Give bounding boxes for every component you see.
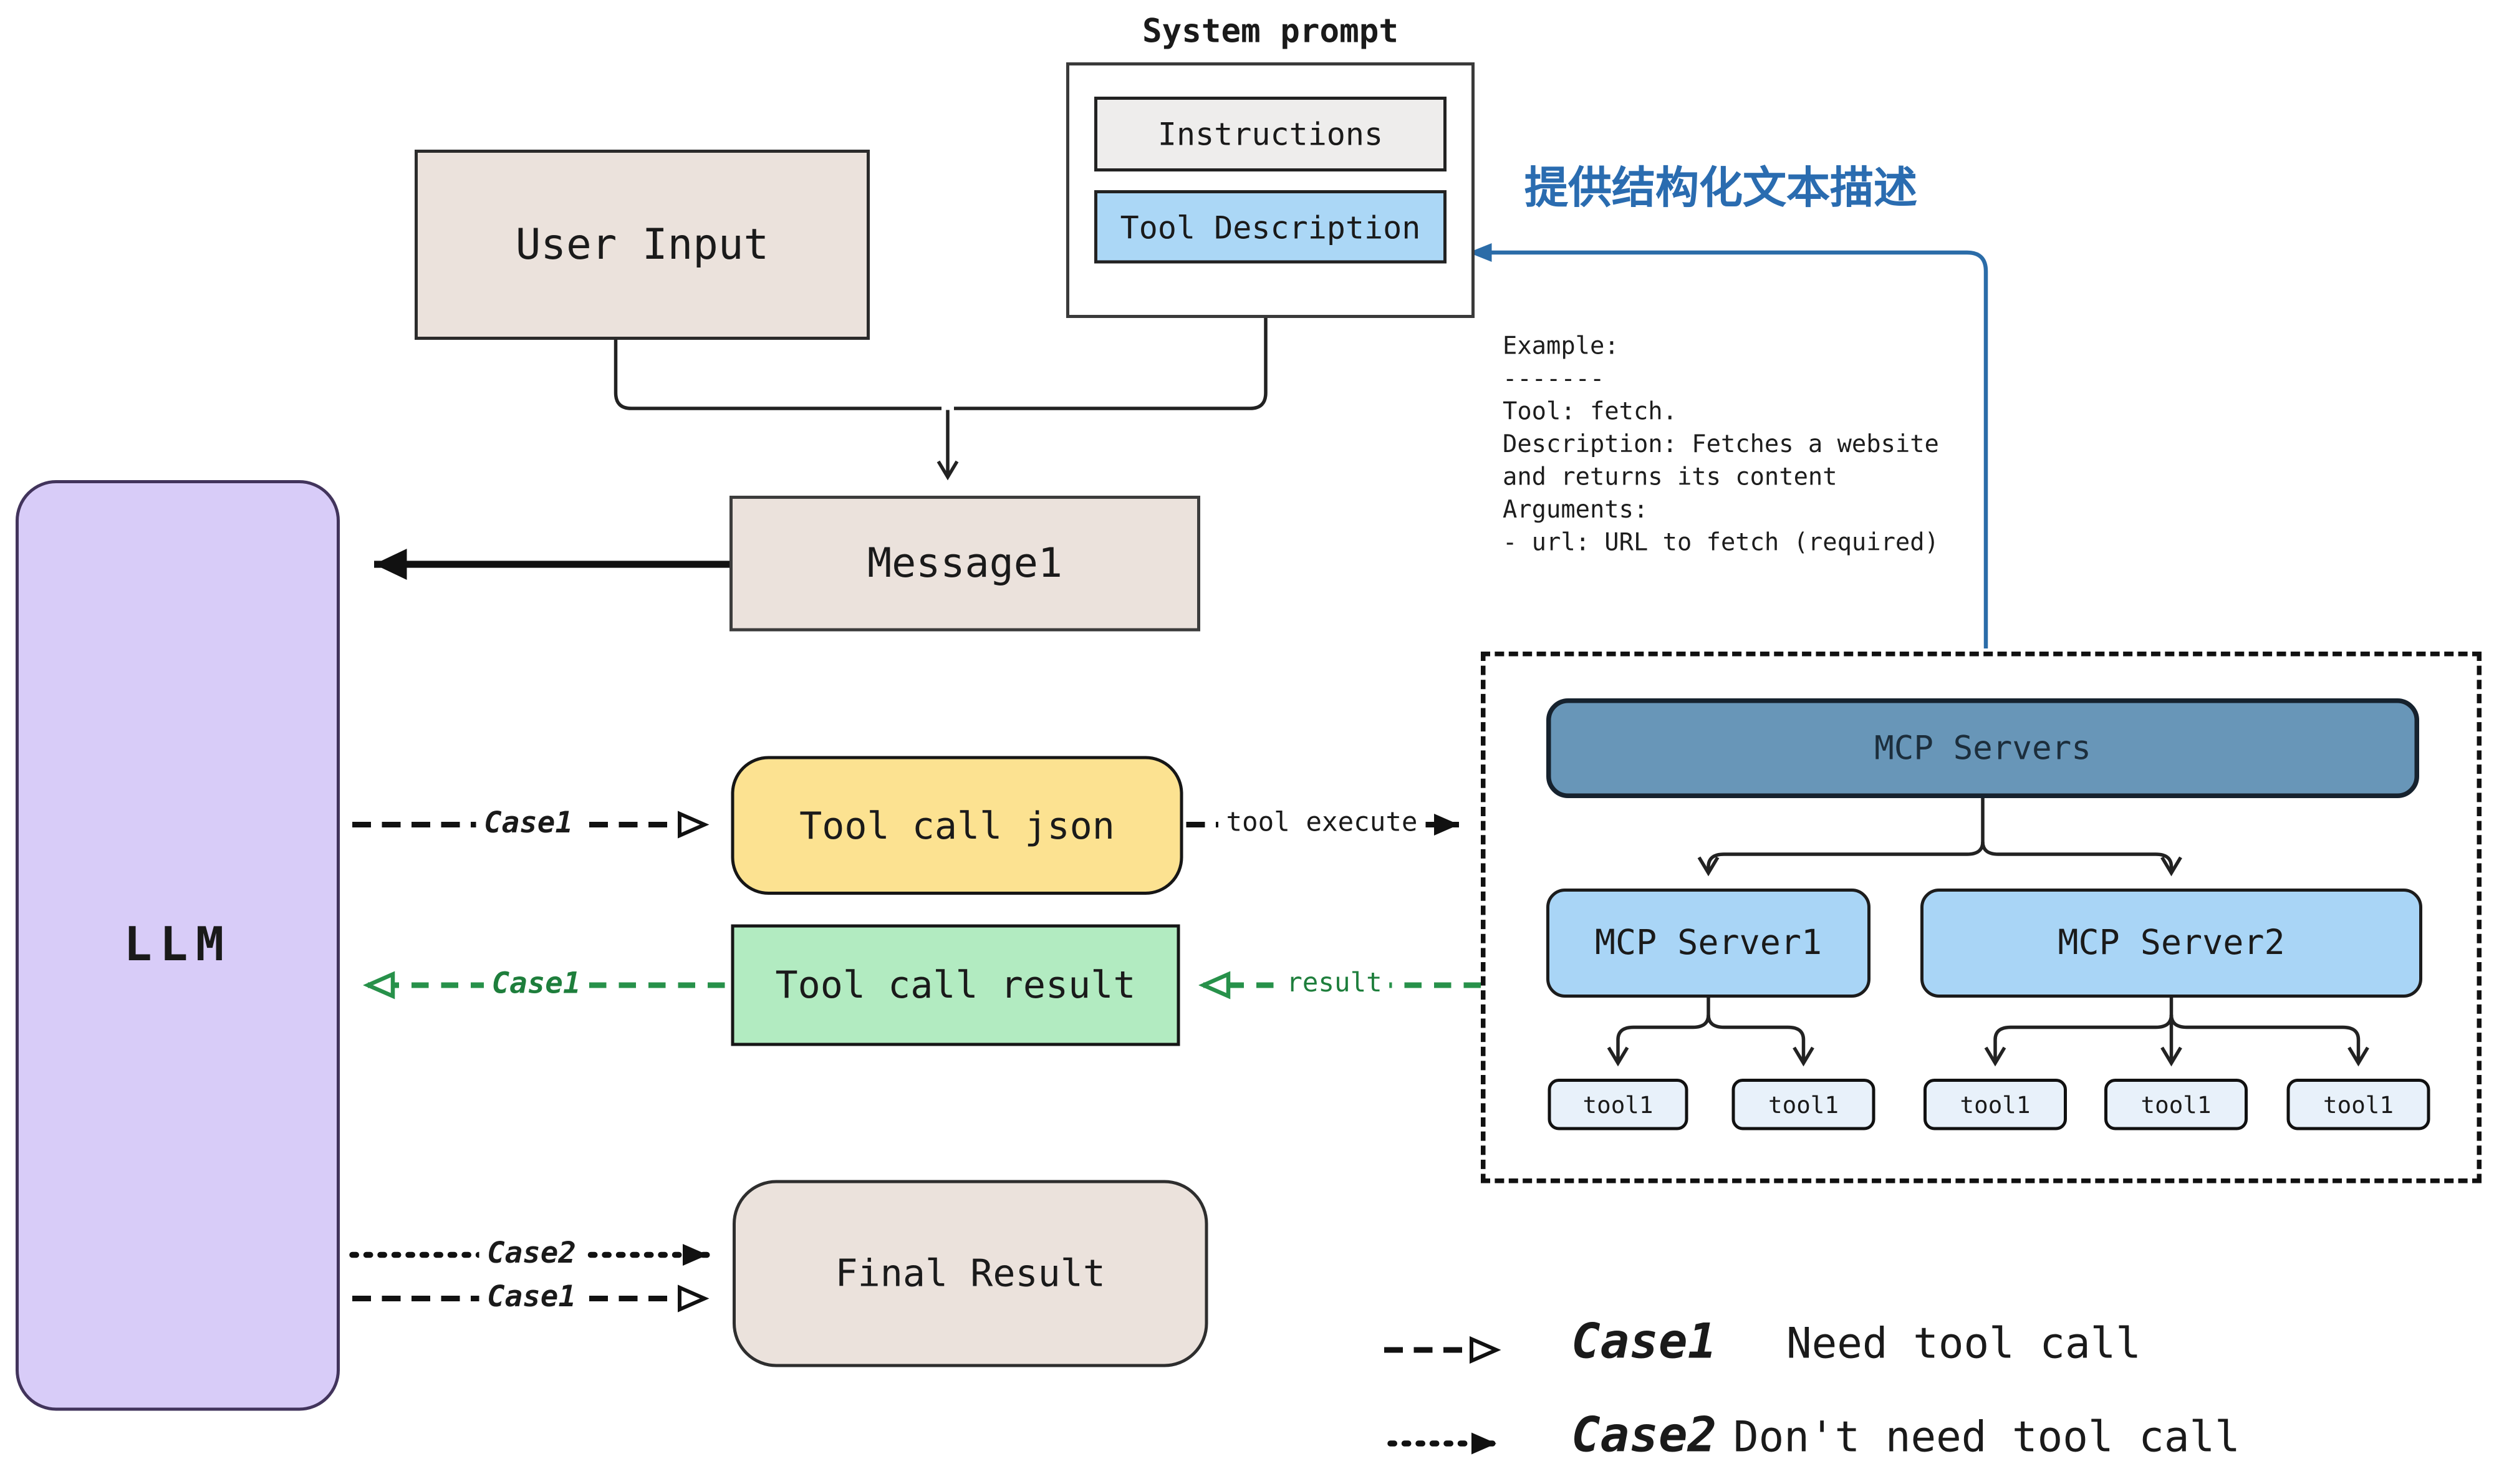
server1-tool-node: tool1 bbox=[1731, 1079, 1875, 1130]
tool-example-block: Example: ------- Tool: fetch. Descriptio… bbox=[1503, 332, 1939, 557]
mcp-server2-node: MCP Server2 bbox=[1920, 889, 2422, 998]
wire-user-input-elbow bbox=[614, 340, 941, 410]
wire-server2-to-tool-a bbox=[1984, 1014, 2174, 1067]
tool-call-json-node: Tool call json bbox=[731, 756, 1183, 895]
edge-label-case2-final: Case2 bbox=[479, 1236, 584, 1271]
wire-server2-to-tool-c bbox=[2169, 1014, 2369, 1067]
wire-mcp-to-tool-description bbox=[1468, 243, 1988, 648]
mcp-servers-node: MCP Servers bbox=[1546, 698, 2419, 798]
mcp-server1-node: MCP Server1 bbox=[1546, 889, 1871, 998]
message1-node: Message1 bbox=[729, 496, 1200, 632]
wire-server1-to-tool-b bbox=[1707, 1014, 1814, 1067]
legend-case2-label: Case2 bbox=[1571, 1407, 1717, 1464]
wire-server1-to-tool-a bbox=[1607, 1014, 1710, 1067]
server1-tool-node: tool1 bbox=[1548, 1079, 1688, 1130]
tool-call-result-node: Tool call result bbox=[731, 924, 1180, 1046]
legend-case1-text: Need tool call bbox=[1786, 1320, 2141, 1369]
edge-label-case1-final: Case1 bbox=[479, 1279, 584, 1314]
llm-node: LLM bbox=[16, 480, 340, 1411]
edge-label-case1-json: Case1 bbox=[476, 806, 581, 841]
edge-label-result: result bbox=[1278, 968, 1390, 1000]
wire-system-prompt-elbow bbox=[954, 318, 1268, 410]
server2-tool-node: tool1 bbox=[2286, 1079, 2430, 1130]
structured-text-note: 提供结构化文本描述 bbox=[1524, 162, 1918, 214]
final-result-node: Final Result bbox=[733, 1180, 1208, 1367]
edge-label-tool-execute: tool execute bbox=[1218, 807, 1426, 839]
server2-tool-node: tool1 bbox=[1923, 1079, 2067, 1130]
instructions-node: Instructions bbox=[1094, 97, 1447, 171]
wire-mcp-to-server1 bbox=[1697, 841, 1985, 877]
legend-case2-text: Don't need tool call bbox=[1733, 1414, 2240, 1463]
system-prompt-title: System prompt bbox=[1142, 12, 1399, 50]
server2-tool-node: tool1 bbox=[2104, 1079, 2248, 1130]
edge-label-case1-result: Case1 bbox=[483, 966, 589, 1001]
wire-mcp-to-server2 bbox=[1981, 841, 2182, 877]
user-input-node: User Input bbox=[415, 150, 870, 340]
tool-description-node: Tool Description bbox=[1094, 190, 1447, 264]
mcp-servers-group-border bbox=[1481, 652, 2482, 1183]
legend-case1-label: Case1 bbox=[1571, 1314, 1717, 1371]
